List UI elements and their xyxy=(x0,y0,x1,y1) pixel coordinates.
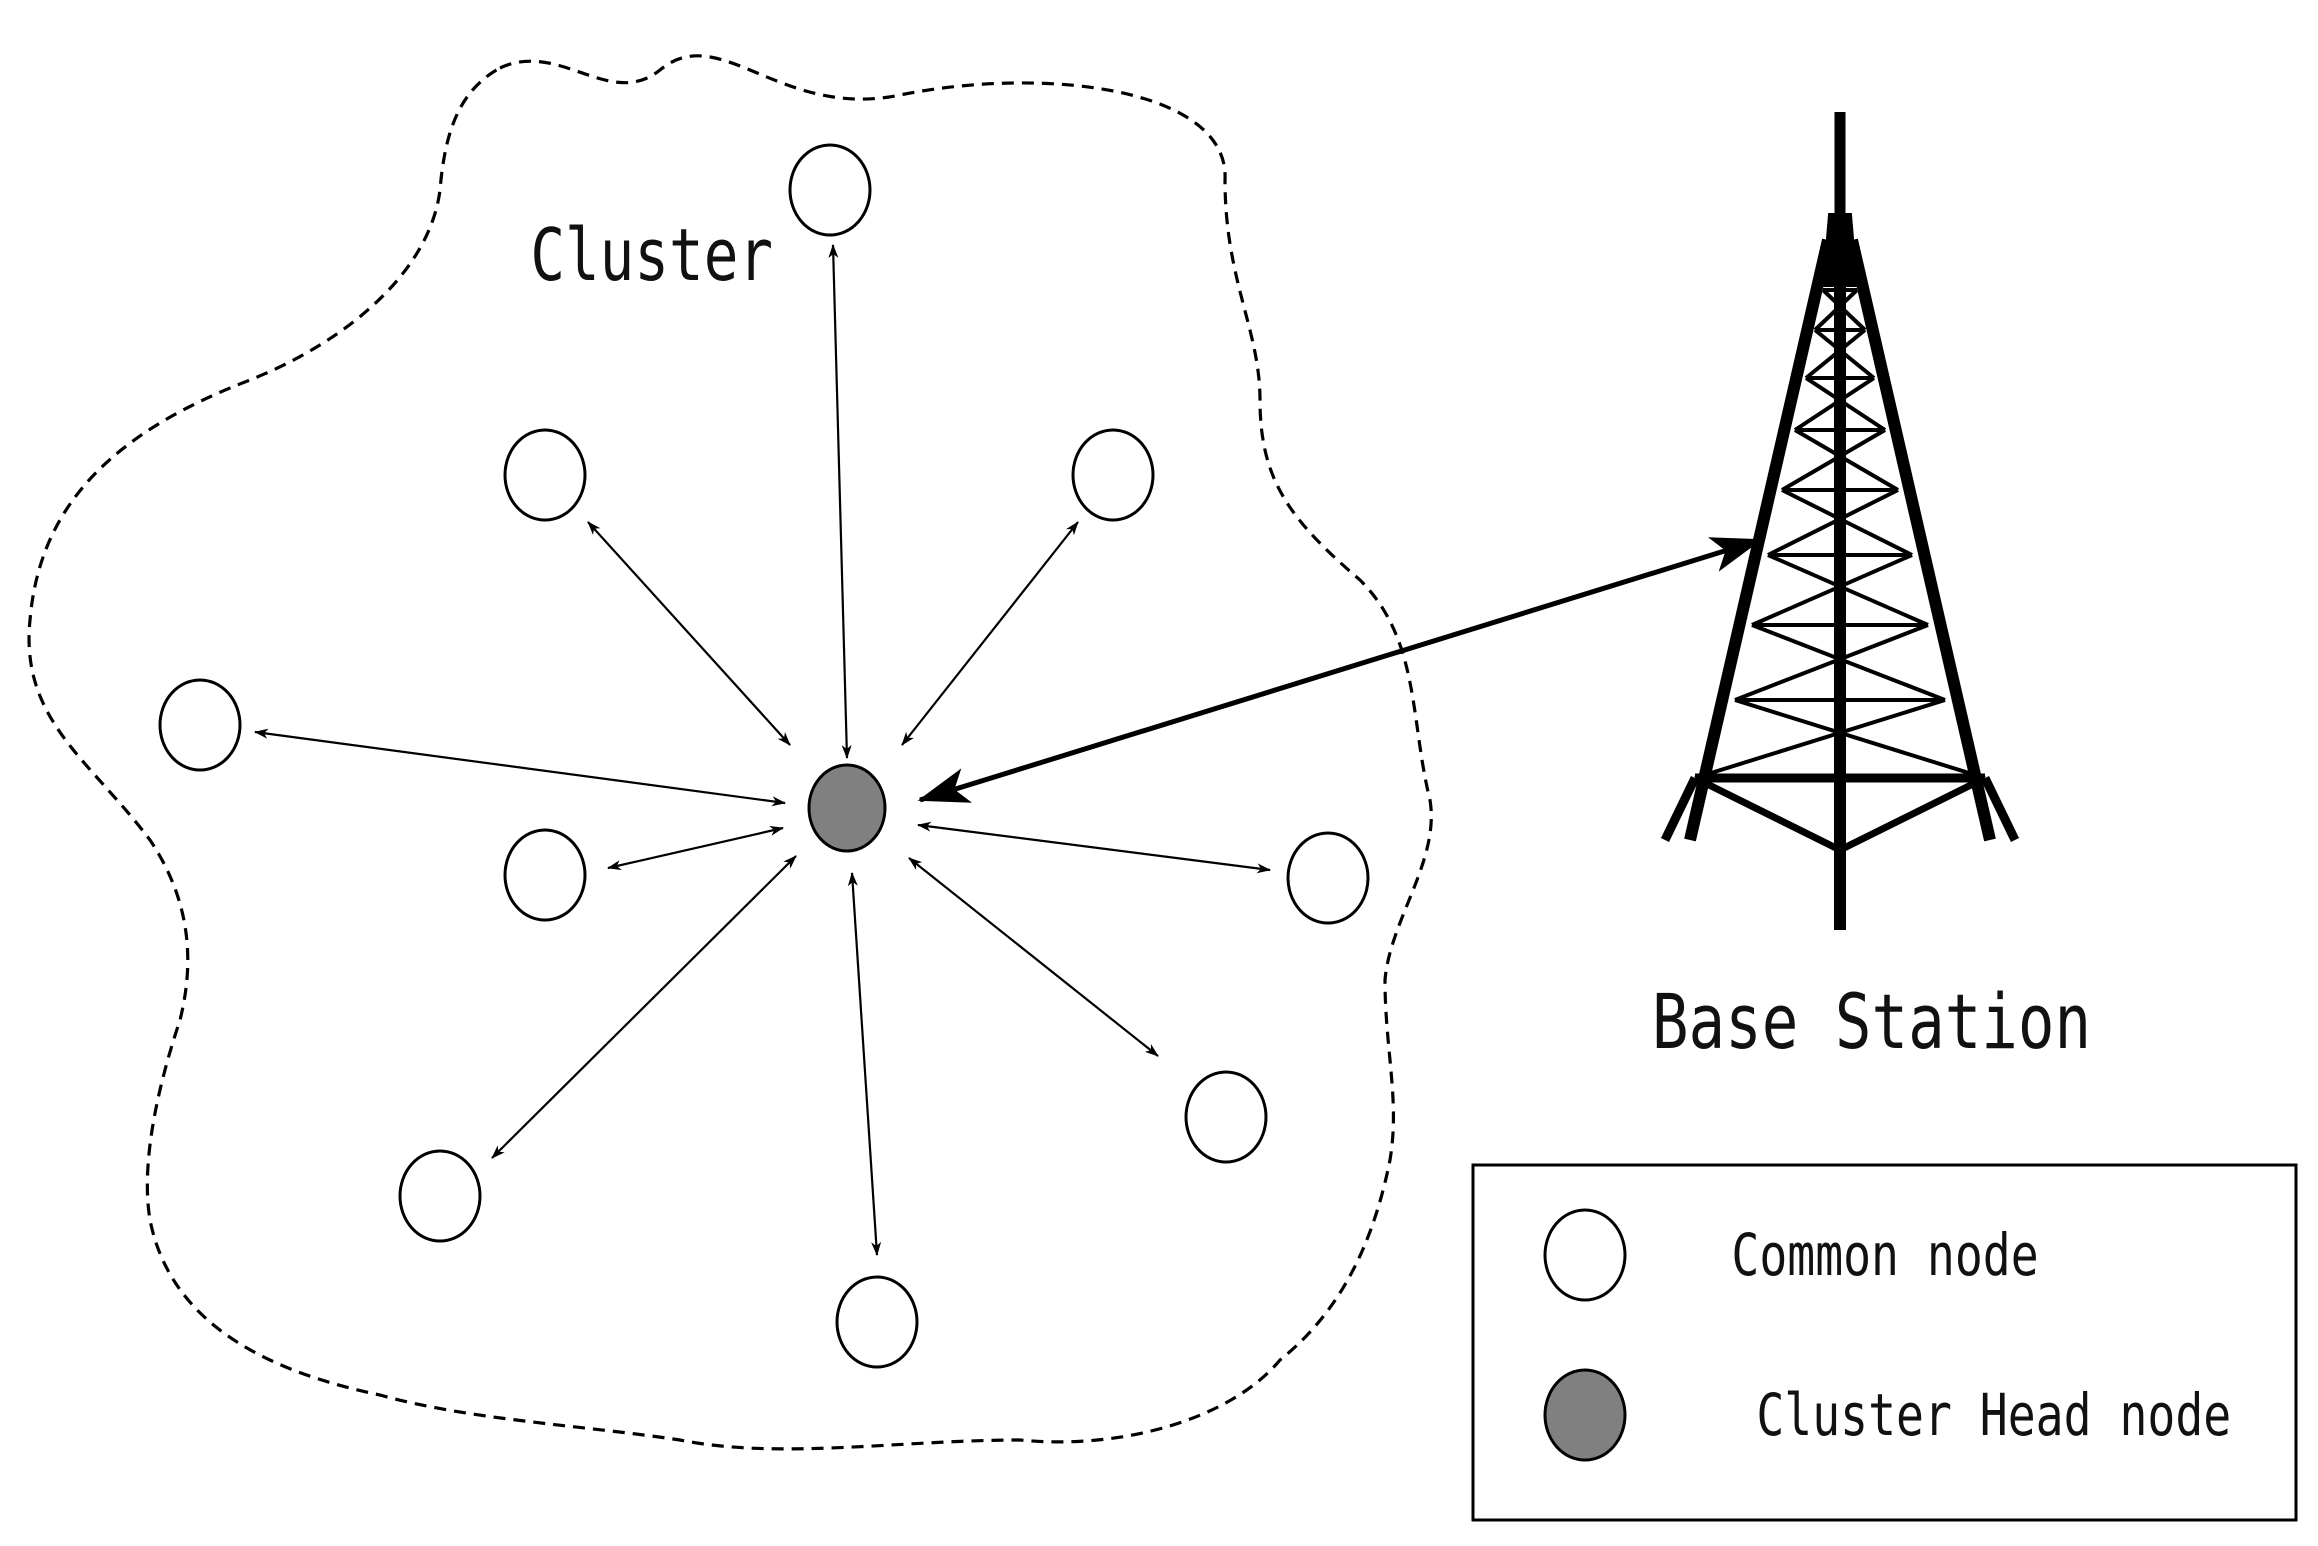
edges xyxy=(254,244,1271,1256)
base-station-label: Base Station xyxy=(1652,978,2091,1066)
edge-top xyxy=(828,244,852,759)
legend: Common node Cluster Head node xyxy=(1471,1163,2298,1522)
common-node xyxy=(1184,1070,1268,1164)
edge-base-station xyxy=(917,537,1763,803)
base-station-tower-icon xyxy=(1660,112,2020,930)
legend-cluster-head-label: Cluster Head node xyxy=(1756,1382,2231,1449)
common-nodes xyxy=(158,143,1370,1369)
cluster-boundary xyxy=(27,54,1433,1451)
legend-cluster-head-swatch xyxy=(1543,1368,1627,1462)
common-node xyxy=(398,1149,482,1243)
cluster-head-node xyxy=(807,763,887,853)
common-node xyxy=(158,678,242,772)
common-node xyxy=(788,143,872,237)
edge-upper-right xyxy=(901,521,1079,746)
common-node xyxy=(503,428,587,522)
common-node xyxy=(1071,428,1155,522)
common-node xyxy=(1286,831,1370,925)
cluster-label: Cluster xyxy=(530,214,773,298)
edge-bottom xyxy=(847,872,882,1256)
legend-common-node-swatch xyxy=(1543,1208,1627,1302)
edge-inner-left xyxy=(607,826,784,870)
legend-common-node-label: Common node xyxy=(1731,1222,2038,1289)
edge-lower-right xyxy=(908,857,1159,1057)
common-node xyxy=(835,1275,919,1369)
edge-right xyxy=(917,821,1271,874)
edge-left xyxy=(254,728,786,807)
edge-upper-left xyxy=(587,521,791,746)
edge-lower-left xyxy=(491,855,797,1159)
common-node xyxy=(503,828,587,922)
